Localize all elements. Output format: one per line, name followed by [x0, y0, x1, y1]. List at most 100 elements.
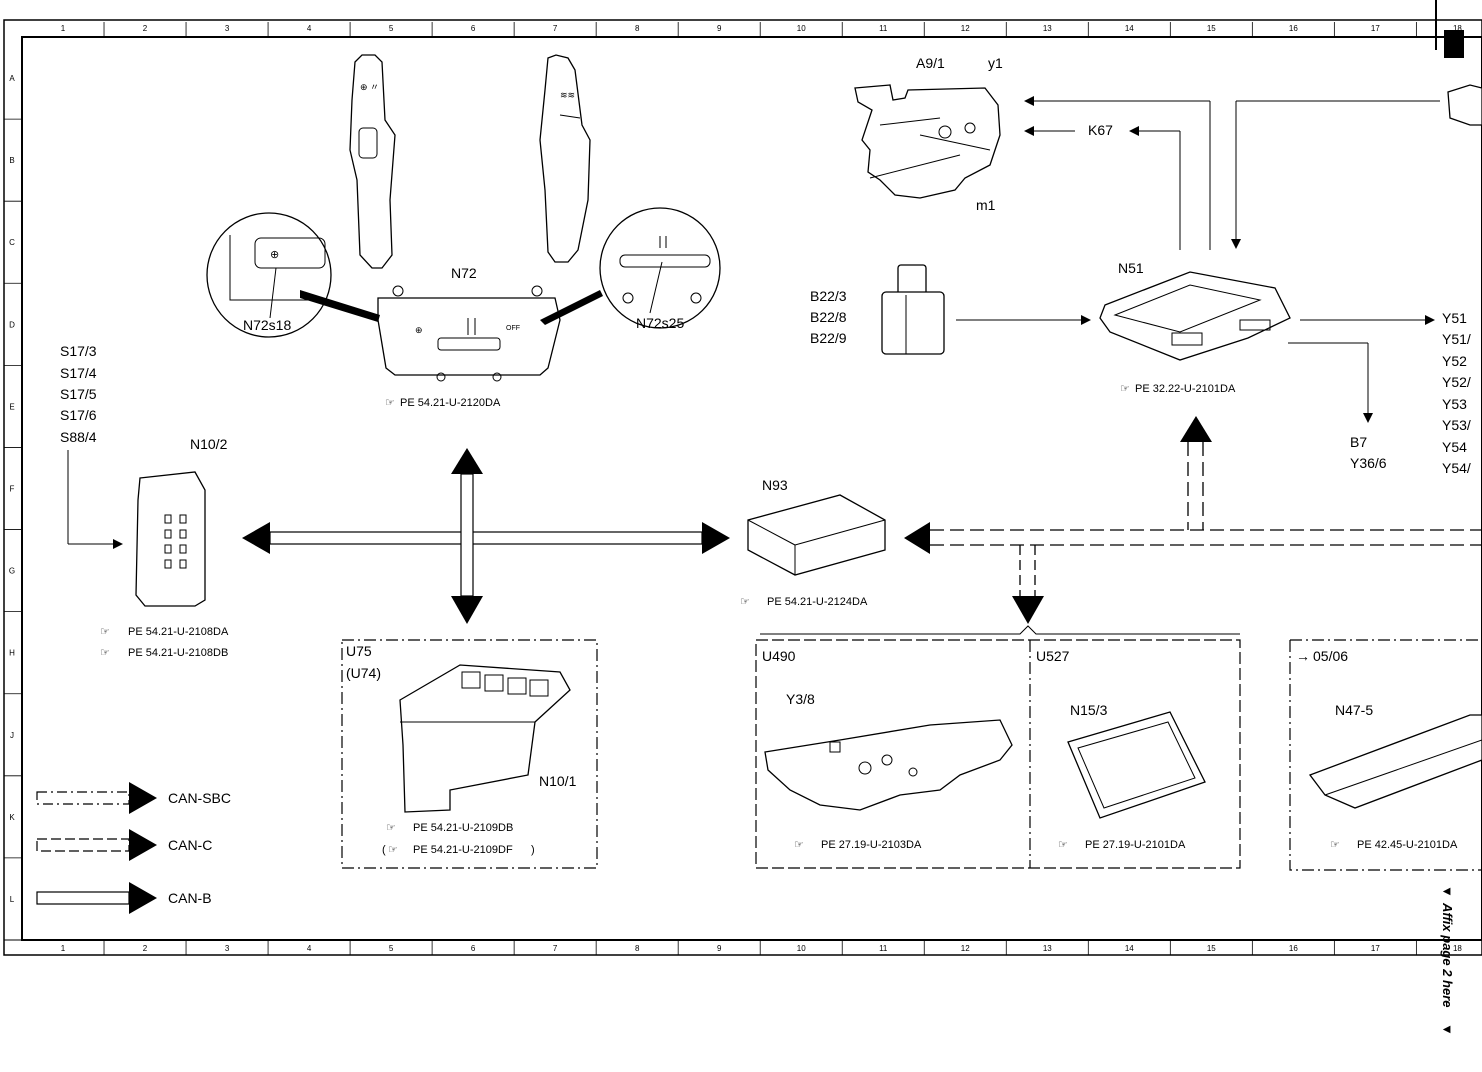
book-icon: ☞ — [1330, 839, 1340, 851]
u75-label: U75 — [346, 643, 372, 659]
column-number: 14 — [1125, 944, 1134, 953]
column-number: 12 — [961, 944, 970, 953]
row-letter: C — [9, 238, 15, 247]
n72-console-switch: ⊕ 〃 ≋≋ ⊕ OFF ⊕ N72 N72s18 N72s25 — [206, 54, 721, 409]
row-letter: L — [10, 895, 15, 904]
y-outputs: Y51 Y51/ Y52 Y52/ Y53 Y53/ Y54 Y54/ — [1442, 84, 1482, 476]
row-letter: G — [9, 567, 15, 576]
s17-line: S17/4 — [60, 365, 97, 381]
can-c-bus — [760, 416, 1482, 635]
column-number: 5 — [389, 24, 394, 33]
u490-label: U490 — [762, 648, 796, 664]
svg-text:≋≋: ≋≋ — [560, 90, 575, 100]
column-number: 6 — [471, 944, 476, 953]
u0506-ref: PE 42.45-U-2101DA — [1357, 839, 1458, 851]
column-number: 11 — [879, 24, 888, 33]
svg-text:OFF: OFF — [506, 325, 520, 332]
column-number: 5 — [389, 944, 394, 953]
affix-note: ▼ Affix page 2 here ▼ — [1440, 885, 1455, 1036]
column-number: 7 — [553, 944, 558, 953]
column-number: 9 — [717, 24, 722, 33]
y-output: Y53 — [1442, 396, 1467, 412]
column-number: 13 — [1043, 24, 1052, 33]
legend-label: CAN-B — [168, 890, 212, 906]
s17-switches: S17/3 S17/4 S17/5 S17/6 S88/4 — [60, 343, 123, 549]
column-number: 15 — [1207, 24, 1216, 33]
column-number: 10 — [797, 944, 806, 953]
n153-label: N15/3 — [1070, 702, 1108, 718]
arrow-right-icon: → — [1296, 648, 1310, 664]
n475-label: N47-5 — [1335, 702, 1373, 718]
column-number: 8 — [635, 944, 640, 953]
svg-text:⊕: ⊕ — [270, 249, 279, 261]
y-output: Y51/ — [1442, 331, 1471, 347]
b22-line: B22/8 — [810, 309, 847, 325]
row-letter: F — [10, 485, 15, 494]
n102-ref: PE 54.21-U-2108DA — [128, 626, 229, 638]
drawing-frame — [3, 0, 1482, 956]
n93-label: N93 — [762, 477, 788, 493]
legend-can-c: CAN-C — [36, 829, 212, 861]
column-number: 1 — [61, 944, 66, 953]
column-number: 18 — [1453, 24, 1462, 33]
k67-label: K67 — [1088, 122, 1113, 138]
u75-fuse-box: U75 (U74) N10/1 ☞ PE 54.21-U-2109DB ( ☞ … — [341, 639, 598, 869]
n102-label: N10/2 — [190, 436, 228, 452]
column-number: 16 — [1289, 24, 1298, 33]
a91-label: A9/1 — [916, 55, 945, 71]
n72-ref: PE 54.21-U-2120DA — [400, 397, 501, 409]
u74-label: (U74) — [346, 665, 381, 681]
u75-ref: PE 54.21-U-2109DB — [413, 822, 513, 834]
b7-label-group: B7 Y36/6 — [1350, 434, 1387, 471]
column-number: 14 — [1125, 24, 1134, 33]
n102-ref: PE 54.21-U-2108DB — [128, 647, 228, 659]
y-output: Y52/ — [1442, 374, 1471, 390]
row-letter: B — [9, 156, 14, 165]
column-number: 10 — [797, 24, 806, 33]
legend-can-b: CAN-B — [36, 882, 212, 914]
n51-label: N51 — [1118, 260, 1144, 276]
affix-note-text: Affix page 2 here — [1440, 902, 1455, 1008]
row-letter: H — [9, 649, 15, 658]
svg-text:): ) — [531, 844, 535, 856]
u527-ref: PE 27.19-U-2101DA — [1085, 839, 1186, 851]
n72-label: N72 — [451, 265, 477, 281]
column-number: 12 — [961, 24, 970, 33]
n72s25-label: N72s25 — [636, 315, 684, 331]
column-number: 9 — [717, 944, 722, 953]
bus-legend: CAN-SBC CAN-C CAN-B — [36, 782, 231, 914]
a91-compressor: A9/1 y1 m1 K67 — [854, 55, 1113, 213]
svg-text:(: ( — [382, 844, 386, 856]
n93-gateway: N93 ☞ PE 54.21-U-2124DA — [740, 477, 886, 608]
s17-line: S88/4 — [60, 429, 97, 445]
triangle-icon: ▼ — [1440, 1023, 1455, 1036]
s17-line: S17/3 — [60, 343, 97, 359]
n51-control-unit: N51 ☞ PE 32.22-U-2101DA — [1099, 260, 1291, 395]
column-number: 3 — [225, 944, 230, 953]
y-output: Y54/ — [1442, 460, 1471, 476]
column-number: 13 — [1043, 944, 1052, 953]
s17-line: S17/5 — [60, 386, 97, 402]
y-output: Y51 — [1442, 310, 1467, 326]
svg-text:⊕ 〃: ⊕ 〃 — [360, 82, 379, 92]
svg-text:⊕: ⊕ — [415, 325, 423, 335]
b22-line: B22/3 — [810, 288, 847, 304]
book-icon: ☞ — [1058, 839, 1068, 851]
b7-line: Y36/6 — [1350, 455, 1387, 471]
n102-sam-module: N10/2 ☞ PE 54.21-U-2108DA ☞ PE 54.21-U-2… — [100, 436, 229, 659]
column-number: 4 — [307, 24, 312, 33]
column-number: 2 — [143, 24, 148, 33]
column-number: 4 — [307, 944, 312, 953]
column-number: 6 — [471, 24, 476, 33]
row-letter: K — [9, 813, 15, 822]
row-letter: E — [9, 402, 14, 411]
column-number: 7 — [553, 24, 558, 33]
column-number: 16 — [1289, 944, 1298, 953]
u0506-box: → 05/06 N47-5 ☞ PE 42.45-U-2101DA — [1289, 639, 1482, 871]
book-icon: ☞ — [386, 822, 396, 834]
b22-sensor: B22/3 B22/8 B22/9 — [810, 264, 945, 355]
row-letter: J — [10, 731, 14, 740]
book-icon: ☞ — [388, 844, 398, 856]
